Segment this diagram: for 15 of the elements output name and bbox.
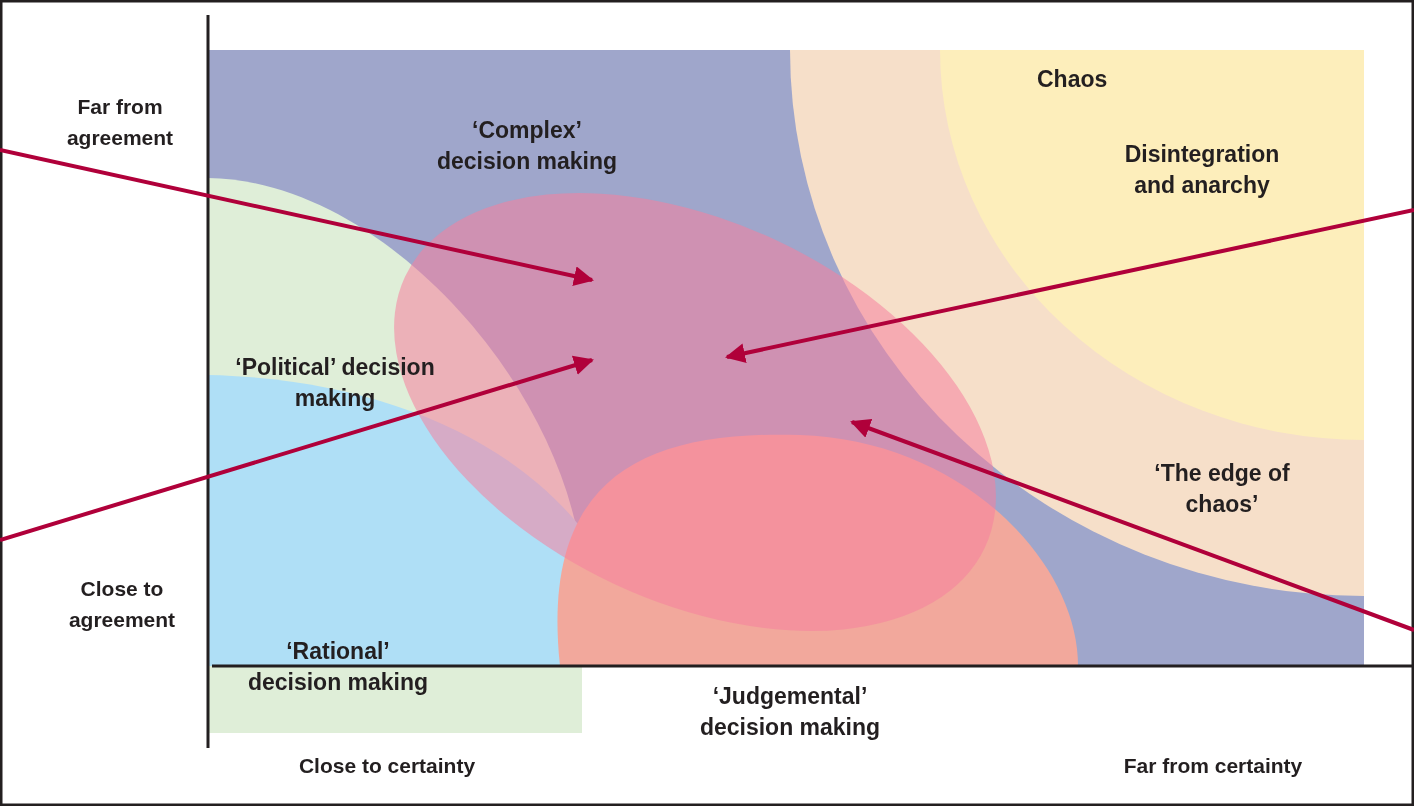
arrow	[850, 418, 1414, 632]
region-label: Chaos	[1037, 65, 1109, 94]
region-label: Disintegration and anarchy	[1123, 140, 1281, 200]
arrow	[0, 355, 594, 542]
region-label: ‘Complex’ decision making	[435, 116, 619, 176]
arrow	[0, 148, 594, 286]
region-label: ‘Political’ decision making	[235, 353, 435, 413]
axis-label: Far from agreement	[65, 94, 175, 151]
axis-label: Close to certainty	[297, 753, 477, 779]
region-label: ‘The edge of chaos’	[1153, 459, 1291, 519]
axis-label: Far from certainty	[1122, 753, 1304, 779]
axis-label: Close to agreement	[67, 576, 177, 633]
region-label: ‘Judgemental’ decision making	[698, 682, 882, 742]
region-label: ‘Rational’ decision making	[246, 637, 430, 697]
arrow	[725, 208, 1414, 363]
